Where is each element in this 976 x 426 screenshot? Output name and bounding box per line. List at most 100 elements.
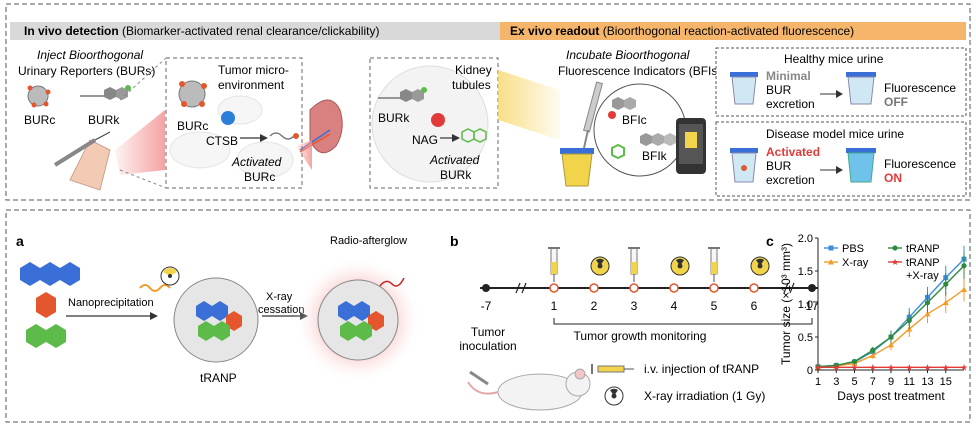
panel-b-label: b [450,233,459,249]
healthy-result-cup-icon [846,72,876,105]
tumor-title-1: Tumor micro- [218,63,289,77]
data-point [943,281,949,287]
healthy-box [715,47,967,117]
orange-molecule-icon [36,292,56,318]
bfik-molecule-icon [611,133,676,160]
activated-burc-label: BURc [244,170,275,184]
syringe-icon [548,247,560,282]
data-point [961,263,967,269]
series-line [817,288,965,368]
incubate-title-1: Incubate Bioorthogonal [566,48,690,62]
radiation-icon [670,256,690,276]
timeline-tick-label: 17 [805,299,819,313]
data-point [828,259,834,265]
legend-label: PBS [842,243,864,255]
data-point [870,347,876,353]
header-left: In vivo detection (Biomarker-activated r… [24,24,379,38]
fluorescence2-label: Fluorescence [884,157,956,171]
activated-burk-label: BURk [440,168,472,182]
y-tick-label: 1.5 [798,266,813,278]
nag-enzyme-icon [431,113,445,127]
timeline-day-marker [749,283,759,293]
syringe-icon [628,247,640,282]
header-right: Ex vivo readout (Bioorthogonal reaction-… [510,24,854,38]
afterglow-label: Radio-afterglow [330,235,407,247]
y-tick-label: 0.5 [798,332,813,344]
xray-wave-icon [139,284,171,292]
data-point [888,341,894,348]
data-point: ★ [850,362,858,372]
burk-molecule-icon [80,85,131,100]
timeline-tick-label: 1 [551,299,558,313]
x-tick-label: 13 [921,376,933,388]
burc-particle-icon [27,85,51,108]
radiation-icon [590,256,610,276]
activated-burk-icon [461,128,487,143]
x-tick-label: 15 [940,376,952,388]
activated2-label: Activated [429,153,480,167]
syringe-icon [708,247,720,282]
urine-cup-icon [560,148,594,187]
x-axis-label: Days post treatment [837,389,945,403]
tumor-burc-particle-icon [178,80,207,108]
kidney-burk-label: BURk [378,111,410,125]
xray-cessation-2: cessation [258,304,304,316]
legend-label: tRANP [906,257,940,269]
ctsb-label: CTSB [206,134,238,148]
axis-break-mark [789,282,795,294]
inject-title-1: Inject Bioorthogonal [37,48,143,62]
data-point [961,286,967,292]
panel-a-label: a [16,233,24,249]
nanoprecipitation-label: Nanoprecipitation [68,297,154,309]
timeline-tick-label: 6 [751,299,758,313]
timeline-day-marker [709,283,719,293]
x-tick-label: 3 [833,376,839,388]
kidney-title-2: tubules [452,78,491,92]
axis-break-mark [783,282,789,294]
disease-bur-label: BUR [766,159,792,173]
data-point [924,310,931,317]
legend-label: tRANP [906,243,940,255]
data-point: ★ [923,362,931,372]
data-point [924,300,931,306]
kidney-title-1: Kidney [455,63,492,77]
minimal-label: Minimal [766,69,811,83]
data-point [828,245,834,251]
activated-red-label: Activated [766,145,820,159]
data-point [851,358,858,365]
legend-label: X-ray [842,257,869,269]
x-tick-label: 11 [904,376,915,388]
timeline-tick-label: -7 [481,299,492,313]
timeline-endpoint [482,284,490,292]
header-left-bar [10,22,500,40]
timeline-tick-label: 3 [631,299,638,313]
afterglow-arrow-icon [379,277,405,287]
panel-c-label: c [766,233,774,249]
healthy-bur-label: BUR [766,83,792,97]
legend-syringe-icon [591,364,634,374]
tumor-title-2: environment [218,78,285,92]
ctsb-enzyme-icon [221,111,235,125]
radiation-icon-a [160,266,180,286]
inject-title-2: Urinary Reporters (BURs) [18,64,155,78]
bfi-magnify-circle [593,83,687,177]
disease-result-cup-icon [846,148,876,183]
monitoring-label: Tumor growth monitoring [574,329,707,343]
kidney-burk-molecule-icon [378,87,427,102]
blue-molecule-icon [20,262,80,286]
bfic-molecule-icon [608,97,636,119]
y-tick-label: 0 [807,365,813,377]
incubate-title-2: Fluorescence Indicators (BFIs) [558,64,721,78]
off-label: OFF [884,95,908,109]
tumor-inoculation-label-1: Tumor [471,325,505,339]
radiation-icon [750,256,770,276]
legend-xray-label: X-ray irradiation (1 Gy) [644,389,765,403]
hand-syringe-icon [53,131,111,191]
disease-box [715,121,967,197]
green-molecule-icon [26,324,66,348]
timeline-day-marker [669,283,679,293]
tumor-inoculation-label-2: inoculation [459,339,516,353]
data-point: ★ [887,362,895,372]
